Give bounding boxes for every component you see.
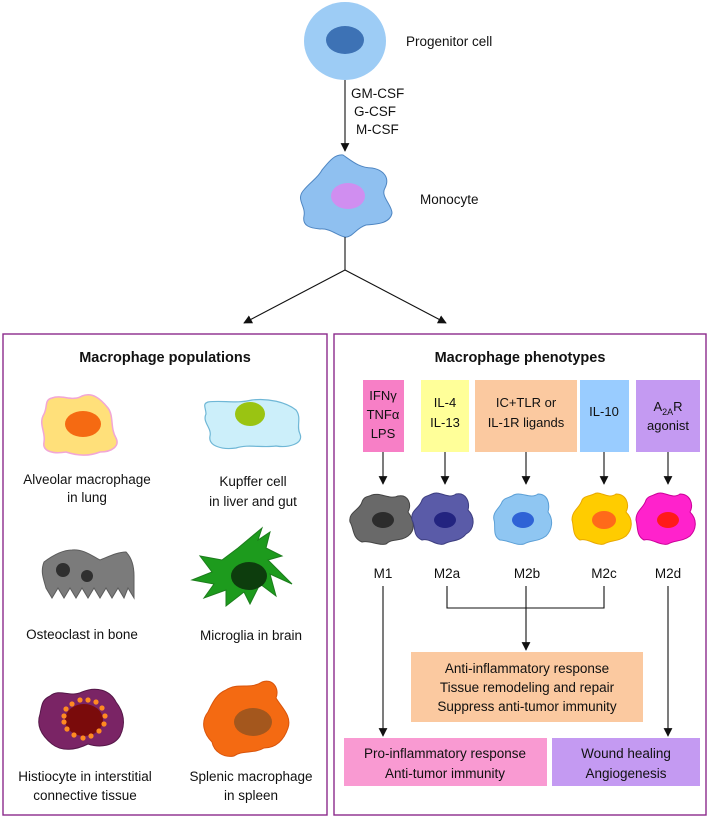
m2-outcome-1: Anti-inflammatory response xyxy=(445,661,609,676)
stimulus-m2b-line1: IC+TLR or xyxy=(496,395,557,410)
population-label-1b: in lung xyxy=(67,490,107,505)
m2d-outcomes-box xyxy=(552,738,700,786)
population-label-6a: Splenic macrophage xyxy=(189,769,312,784)
histiocyte-icon xyxy=(38,688,124,750)
phenotypes-title: Macrophage phenotypes xyxy=(435,350,606,366)
kupffer-cell-icon xyxy=(204,398,302,450)
stimulus-box-m1 xyxy=(363,380,404,452)
stimulus-m1-line3: LPS xyxy=(371,426,396,441)
m2d-outcome-2: Angiogenesis xyxy=(585,766,666,781)
monocyte-cell xyxy=(299,154,393,238)
population-label-6b: in spleen xyxy=(224,788,278,803)
stimulus-m1-line1: IFNγ xyxy=(369,388,397,403)
arrow-to-populations xyxy=(243,269,346,324)
stimulus-m2d-a: A xyxy=(653,399,662,414)
m2d-outcome-1: Wound healing xyxy=(581,746,671,761)
m2d-cell-icon xyxy=(635,492,696,545)
population-label-3: Osteoclast in bone xyxy=(26,627,138,642)
population-label-2b: in liver and gut xyxy=(209,494,297,509)
m2c-cell-icon xyxy=(571,492,632,545)
population-label-2a: Kupffer cell xyxy=(219,474,286,489)
population-label-5b: connective tissue xyxy=(33,788,137,803)
m1-outcomes-box xyxy=(344,738,547,786)
factor-m-csf: M-CSF xyxy=(356,122,399,137)
phenotype-m1-label: M1 xyxy=(374,566,393,581)
m2-outcome-3: Suppress anti-tumor immunity xyxy=(437,699,617,714)
phenotype-m2b-label: M2b xyxy=(514,566,540,581)
m1-outcome-1: Pro-inflammatory response xyxy=(364,746,526,761)
monocyte-label: Monocyte xyxy=(420,192,479,207)
stimulus-m1-line2: TNFα xyxy=(367,407,400,422)
phenotype-m2d-label: M2d xyxy=(655,566,681,581)
phenotypes-panel xyxy=(333,333,707,816)
m2-outcome-2: Tissue remodeling and repair xyxy=(440,680,615,695)
arrow-to-phenotypes xyxy=(344,269,447,324)
stimulus-box-m2d xyxy=(636,380,700,452)
stimulus-m2d-sub: 2A xyxy=(662,407,673,417)
phenotype-m2a-label: M2a xyxy=(434,566,461,581)
m2b-cell-icon xyxy=(493,493,553,545)
stimulus-box-m2a xyxy=(421,380,469,452)
population-label-5a: Histiocyte in interstitial xyxy=(18,769,152,784)
osteoclast-icon xyxy=(41,549,135,600)
populations-panel xyxy=(2,333,328,816)
alveolar-macrophage-icon xyxy=(41,394,118,456)
stimulus-m2a-line2: IL-13 xyxy=(430,415,460,430)
stimulus-m2d-r: R xyxy=(673,399,682,414)
microglia-icon xyxy=(190,526,293,608)
stimulus-m2d-line2: agonist xyxy=(647,418,689,433)
stimulus-m2c-line1: IL-10 xyxy=(589,404,619,419)
stimulus-m2d-line1: A2AR xyxy=(653,399,682,417)
population-label-4: Microglia in brain xyxy=(200,628,302,643)
progenitor-cell xyxy=(304,2,386,80)
splenic-macrophage-icon xyxy=(203,680,290,757)
m1-cell-icon xyxy=(349,493,414,545)
progenitor-label: Progenitor cell xyxy=(406,34,492,49)
m2a-cell-icon xyxy=(411,492,474,545)
stimulus-m2a-line1: IL-4 xyxy=(434,395,456,410)
m2-outcomes-box xyxy=(411,652,643,722)
population-label-1a: Alveolar macrophage xyxy=(23,472,151,487)
stimulus-box-m2b xyxy=(475,380,577,452)
factor-gm-csf: GM-CSF xyxy=(351,86,404,101)
factor-g-csf: G-CSF xyxy=(354,104,396,119)
populations-title: Macrophage populations xyxy=(79,350,251,366)
m1-outcome-2: Anti-tumor immunity xyxy=(385,766,505,781)
phenotype-m2c-label: M2c xyxy=(591,566,617,581)
stimulus-box-m2c xyxy=(580,380,629,452)
stimulus-m2b-line2: IL-1R ligands xyxy=(488,415,565,430)
